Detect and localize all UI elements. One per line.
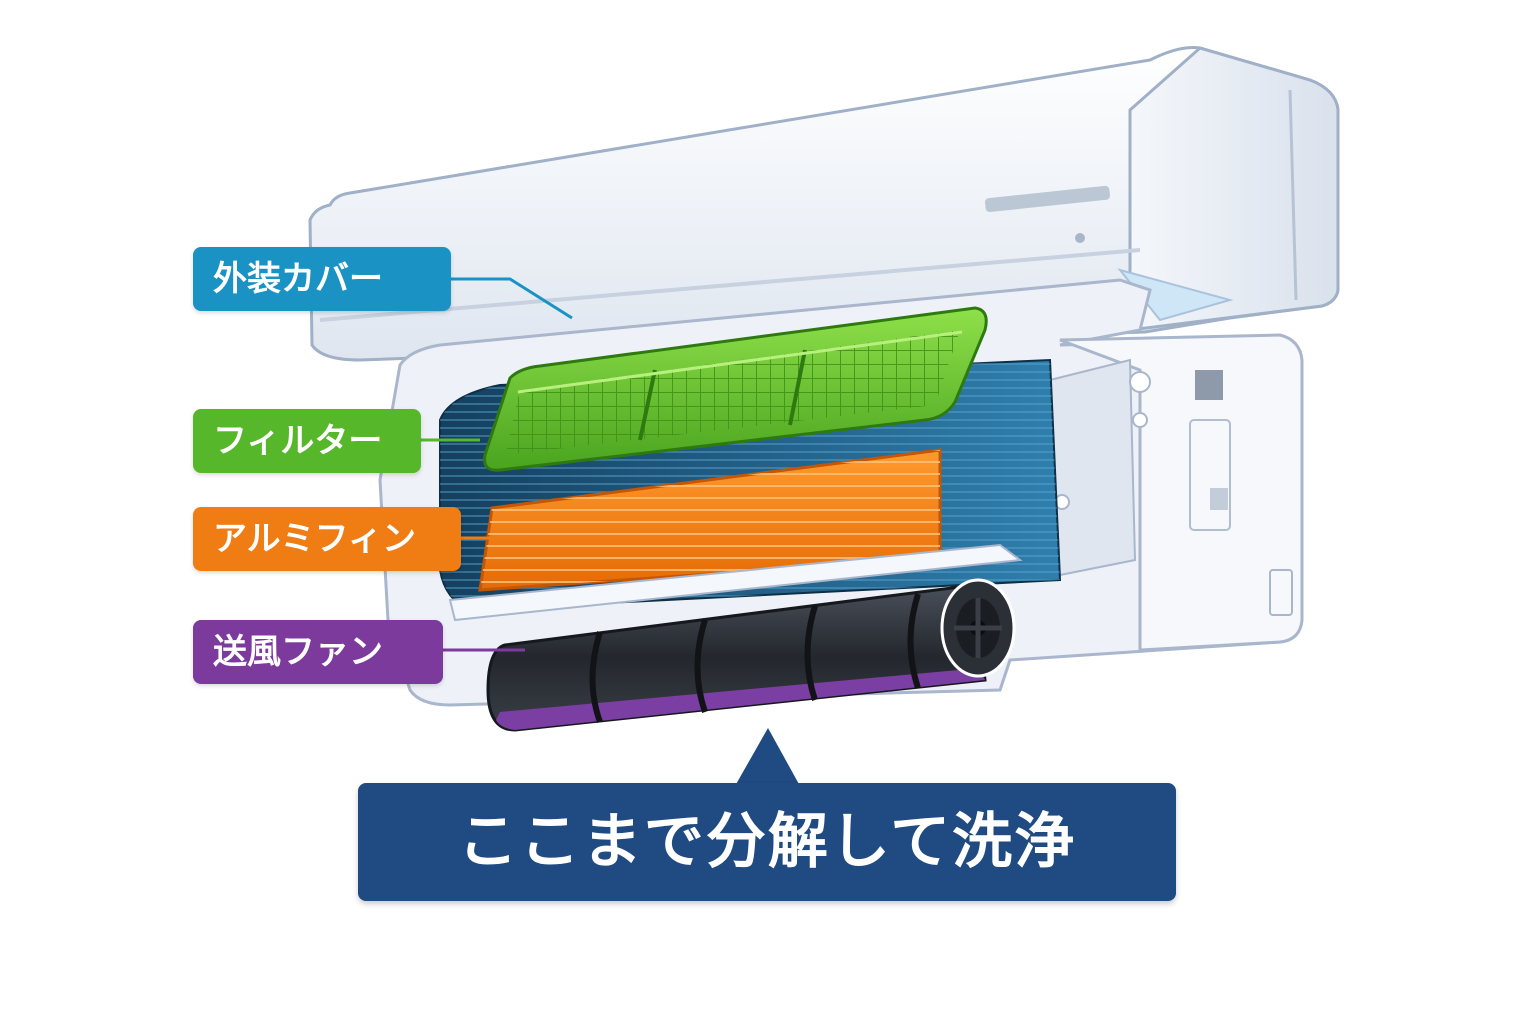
lower-tray-shape (448, 543, 1023, 622)
label-blower-fan: 送風ファン (193, 620, 443, 684)
blower-fan-shape (486, 578, 1016, 732)
label-aluminum-fin: アルミフィン (193, 507, 461, 571)
filter-shape (483, 306, 988, 472)
callout-box: ここまで分解して洗浄 (358, 783, 1176, 901)
outer-cover-shape (308, 46, 1340, 362)
label-outer-cover: 外装カバー (193, 247, 451, 311)
label-filter: フィルター (193, 409, 421, 473)
callout-pointer (735, 728, 800, 786)
aluminum-fin-shape (478, 448, 942, 592)
